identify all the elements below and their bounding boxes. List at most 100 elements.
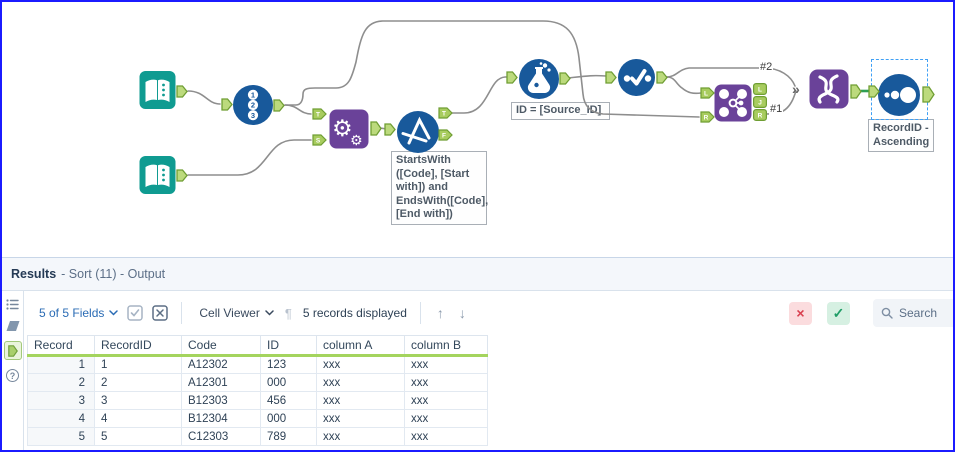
wire-recordid-append-t[interactable] bbox=[284, 104, 312, 115]
record-number-cell[interactable]: 4 bbox=[27, 409, 95, 428]
sort-annotation[interactable]: RecordID - Ascending bbox=[868, 119, 934, 152]
input-anchor[interactable] bbox=[221, 98, 233, 111]
data-cell[interactable]: xxx bbox=[316, 373, 405, 392]
data-cell[interactable]: 000 bbox=[260, 373, 317, 392]
data-cell[interactable]: xxx bbox=[404, 355, 488, 374]
input-data-tool-1[interactable] bbox=[139, 70, 176, 115]
input-data-tool-2[interactable] bbox=[139, 155, 176, 200]
search-box[interactable] bbox=[873, 299, 953, 327]
svg-text:3: 3 bbox=[251, 111, 255, 120]
data-cell[interactable]: 456 bbox=[260, 391, 317, 410]
input-anchor[interactable] bbox=[506, 71, 518, 84]
search-input[interactable] bbox=[899, 306, 951, 320]
output-anchor[interactable] bbox=[273, 99, 285, 112]
input-anchor[interactable] bbox=[868, 85, 880, 98]
wire-filter-formula[interactable] bbox=[446, 76, 508, 114]
formula-tool[interactable] bbox=[519, 59, 559, 104]
output-anchor-tab[interactable] bbox=[3, 341, 22, 360]
data-cell[interactable]: xxx bbox=[316, 355, 405, 374]
multi-connection-icon[interactable]: » bbox=[792, 81, 800, 97]
wire-input1-recordid[interactable] bbox=[187, 90, 221, 105]
output-anchor[interactable] bbox=[176, 169, 188, 182]
data-cell[interactable]: C12303 bbox=[181, 427, 261, 446]
data-cell[interactable]: xxx bbox=[404, 409, 488, 428]
sort-tool[interactable] bbox=[878, 74, 920, 121]
data-cell[interactable]: 789 bbox=[260, 427, 317, 446]
select-fields-checkbox-icon[interactable] bbox=[127, 305, 144, 321]
record-number-cell[interactable]: 5 bbox=[27, 427, 95, 446]
output-anchor-t[interactable]: T bbox=[438, 107, 453, 119]
output-anchor-j[interactable]: J bbox=[753, 96, 767, 108]
wire-formula-unique[interactable] bbox=[567, 74, 607, 79]
data-cell[interactable]: xxx bbox=[404, 427, 488, 446]
data-cell[interactable]: 000 bbox=[260, 409, 317, 428]
data-cell[interactable]: 1 bbox=[94, 355, 182, 374]
output-anchor-r[interactable]: R bbox=[753, 109, 767, 121]
filter-annotation[interactable]: StartsWith ([Code], [Start with]) and En… bbox=[391, 151, 488, 225]
clear-selection-icon[interactable] bbox=[152, 305, 169, 321]
input-anchor[interactable] bbox=[605, 71, 617, 84]
output-anchor[interactable] bbox=[370, 121, 382, 136]
output-anchor-f[interactable]: F bbox=[438, 129, 453, 141]
data-cell[interactable]: A12301 bbox=[181, 373, 261, 392]
input-anchor[interactable] bbox=[384, 123, 396, 136]
scroll-down-icon[interactable]: ↓ bbox=[458, 305, 466, 321]
workflow-canvas[interactable]: StartsWith ([Code], [Start with]) and En… bbox=[2, 2, 953, 258]
data-cell[interactable]: 4 bbox=[94, 409, 182, 428]
help-icon[interactable]: ? bbox=[6, 369, 19, 382]
input-anchor-t[interactable]: T bbox=[312, 108, 327, 120]
input-anchor-s[interactable]: S bbox=[312, 134, 327, 146]
apply-button[interactable]: ✓ bbox=[827, 301, 850, 325]
list-view-icon[interactable] bbox=[6, 298, 19, 311]
data-cell[interactable]: B12304 bbox=[181, 409, 261, 428]
record-id-tool[interactable]: 1 2 3 bbox=[233, 85, 273, 130]
svg-text:L: L bbox=[704, 91, 708, 98]
column-header[interactable]: Code bbox=[181, 335, 261, 357]
unique-tool[interactable] bbox=[618, 59, 655, 101]
data-cell[interactable]: A12302 bbox=[181, 355, 261, 374]
output-anchor[interactable] bbox=[176, 85, 188, 98]
join-tool[interactable] bbox=[714, 84, 752, 127]
output-anchor[interactable] bbox=[656, 71, 668, 84]
input-anchor-l[interactable]: L bbox=[700, 87, 715, 99]
data-cell[interactable]: xxx bbox=[316, 427, 405, 446]
record-number-cell[interactable]: 1 bbox=[27, 355, 95, 374]
column-header[interactable]: column B bbox=[404, 335, 488, 357]
input-anchor-r[interactable]: R bbox=[700, 111, 715, 123]
data-cell[interactable]: 123 bbox=[260, 355, 317, 374]
data-cell[interactable]: xxx bbox=[316, 391, 405, 410]
data-cell[interactable]: xxx bbox=[404, 373, 488, 392]
whitespace-toggle-icon[interactable]: ¶ bbox=[284, 305, 292, 321]
wire-unique-union-2[interactable] bbox=[666, 67, 796, 87]
data-cell[interactable]: 2 bbox=[94, 373, 182, 392]
column-header[interactable]: Record bbox=[27, 335, 95, 357]
fields-selector[interactable]: 5 of 5 Fields bbox=[39, 306, 119, 320]
data-cell[interactable]: xxx bbox=[404, 391, 488, 410]
data-cell[interactable]: 5 bbox=[94, 427, 182, 446]
output-anchor-l[interactable]: L bbox=[753, 83, 767, 95]
formula-annotation[interactable]: ID = [Source_ID] bbox=[511, 102, 610, 120]
data-cell[interactable]: xxx bbox=[316, 409, 405, 428]
canvas-view-icon[interactable] bbox=[6, 320, 20, 332]
filter-tool[interactable] bbox=[397, 111, 439, 158]
output-anchor[interactable] bbox=[559, 72, 571, 85]
output-anchor[interactable] bbox=[922, 86, 935, 103]
append-fields-tool[interactable]: ⚙ ⚙ bbox=[329, 109, 369, 154]
wire-recordid-join-r[interactable] bbox=[284, 20, 700, 118]
wire-unique-join-l[interactable] bbox=[666, 76, 702, 95]
record-number-cell[interactable]: 3 bbox=[27, 391, 95, 410]
cancel-button[interactable]: × bbox=[789, 301, 812, 325]
unique-check-icon bbox=[618, 59, 655, 96]
wire-input2-append-s[interactable] bbox=[187, 139, 312, 176]
output-anchor[interactable] bbox=[850, 84, 862, 99]
column-header[interactable]: ID bbox=[260, 335, 317, 357]
union-tool[interactable] bbox=[809, 69, 849, 114]
column-header[interactable]: RecordID bbox=[94, 335, 182, 357]
column-header[interactable]: column A bbox=[316, 335, 405, 357]
scroll-up-icon[interactable]: ↑ bbox=[436, 305, 444, 321]
record-number-cell[interactable]: 2 bbox=[27, 373, 95, 392]
cell-viewer-dropdown[interactable]: Cell Viewer bbox=[199, 306, 274, 320]
data-cell[interactable]: 3 bbox=[94, 391, 182, 410]
data-cell[interactable]: B12303 bbox=[181, 391, 261, 410]
